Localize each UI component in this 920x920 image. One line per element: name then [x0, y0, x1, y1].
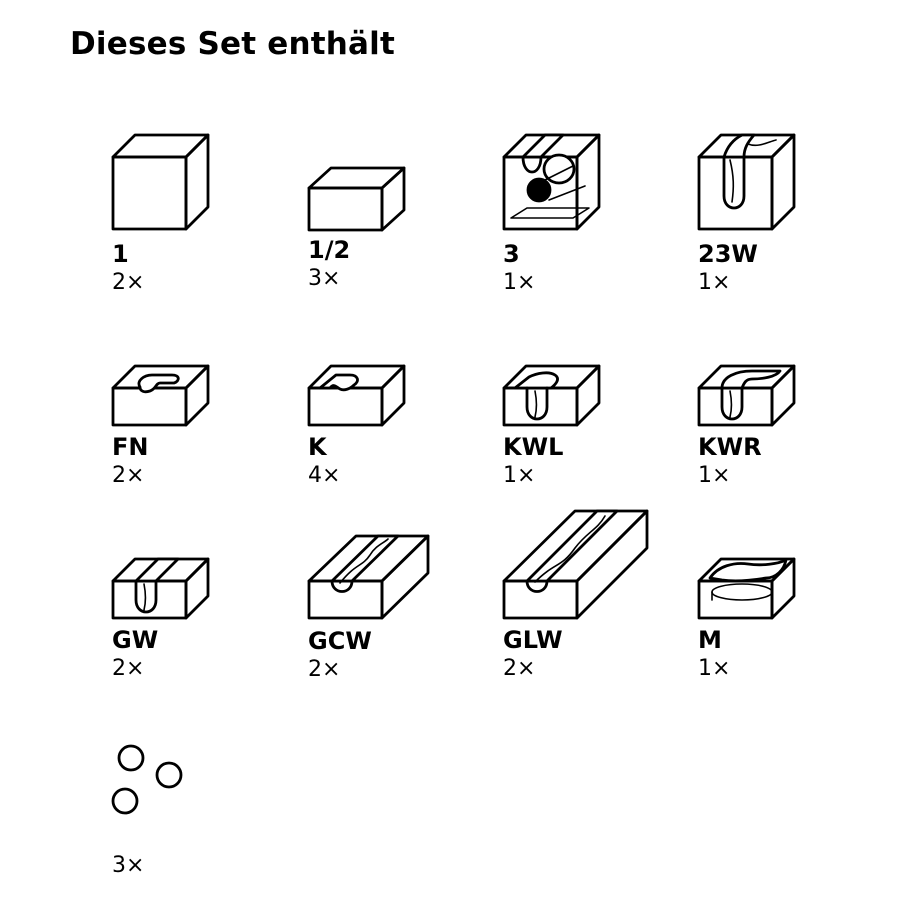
item-qty: 2×	[112, 463, 145, 488]
item-kwl: KWL 1×	[501, 363, 691, 533]
block-glw-icon	[502, 509, 649, 620]
item-qty: 1×	[698, 270, 731, 295]
item-marbles: 3×	[110, 743, 300, 913]
item-23w: 23W 1×	[696, 132, 886, 302]
item-1: 1 2×	[110, 132, 300, 302]
item-qty: 1×	[503, 463, 536, 488]
item-code: 1/2	[308, 236, 351, 264]
block-23w-icon	[697, 133, 796, 231]
block-gcw-icon	[307, 534, 430, 620]
item-qty: 3×	[112, 853, 145, 878]
item-qty: 2×	[503, 656, 536, 681]
block-k-icon	[307, 364, 406, 427]
item-m: M 1×	[696, 556, 886, 726]
item-qty: 4×	[308, 463, 341, 488]
item-fn: FN 2×	[110, 363, 300, 533]
item-code: M	[698, 626, 722, 654]
cube-block-icon	[111, 133, 210, 231]
item-code: FN	[112, 433, 149, 461]
marbles-icon	[111, 744, 183, 815]
item-3: 3 1×	[501, 132, 691, 302]
item-code: K	[308, 433, 327, 461]
item-qty: 1×	[698, 656, 731, 681]
item-qty: 2×	[308, 657, 341, 682]
block-fn-icon	[111, 364, 210, 427]
block-kwl-icon	[502, 364, 601, 427]
block-kwr-icon	[697, 364, 796, 427]
item-code: KWR	[698, 433, 762, 461]
block-gw-icon	[111, 557, 210, 620]
item-qty: 3×	[308, 266, 341, 291]
item-code: GCW	[308, 627, 372, 655]
item-code: 23W	[698, 240, 758, 268]
item-kwr: KWR 1×	[696, 363, 886, 533]
half-block-icon	[307, 166, 406, 232]
item-qty: 2×	[112, 656, 145, 681]
item-1-2: 1/2 3×	[306, 166, 496, 336]
item-qty: 2×	[112, 270, 145, 295]
item-k: K 4×	[306, 363, 496, 533]
item-glw: GLW 2×	[501, 508, 691, 681]
item-code: GLW	[503, 626, 563, 654]
item-gw: GW 2×	[110, 556, 300, 726]
item-code: GW	[112, 626, 159, 654]
item-code: KWL	[503, 433, 564, 461]
item-code: 1	[112, 240, 129, 268]
page-title: Dieses Set enthält	[70, 26, 396, 62]
block-m-icon	[697, 557, 796, 620]
item-gcw: GCW 2×	[306, 533, 496, 703]
item-qty: 1×	[698, 463, 731, 488]
block-3-icon	[502, 133, 601, 231]
item-code: 3	[503, 240, 520, 268]
item-qty: 1×	[503, 270, 536, 295]
